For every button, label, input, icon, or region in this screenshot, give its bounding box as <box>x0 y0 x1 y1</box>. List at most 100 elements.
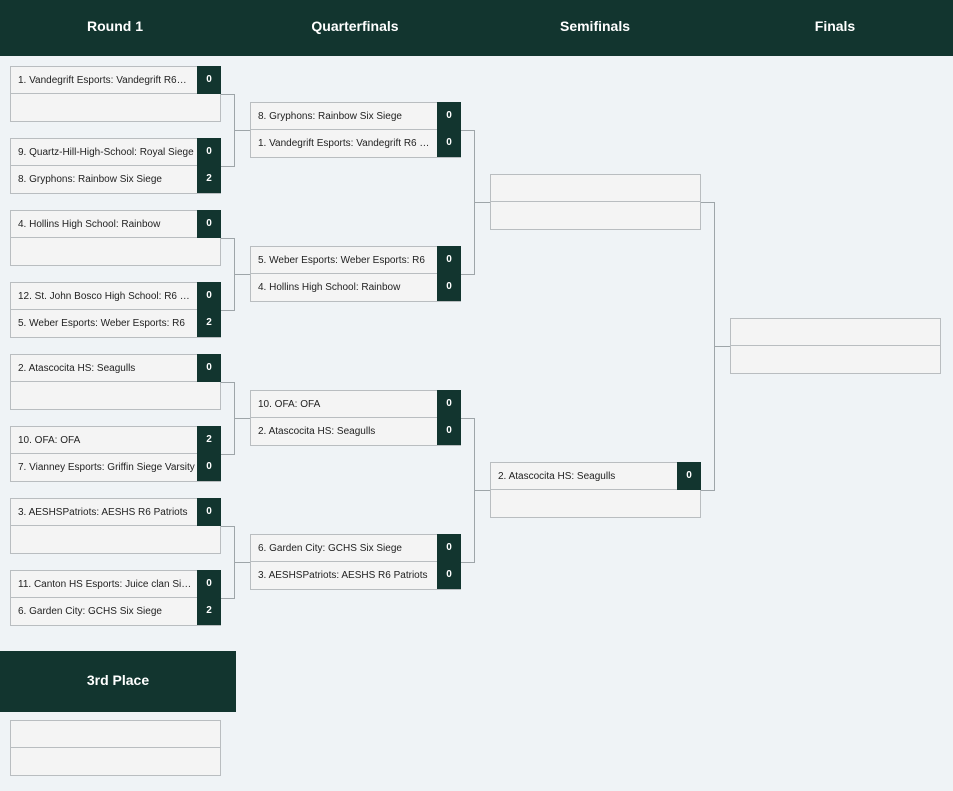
score-badge: 0 <box>437 534 461 562</box>
match-slot-top[interactable] <box>11 721 220 748</box>
score-badge: 0 <box>437 129 461 157</box>
score-badge: 0 <box>437 390 461 418</box>
match-slot-top[interactable] <box>731 319 940 346</box>
match-slot-bottom[interactable] <box>11 748 220 775</box>
match-third-place[interactable] <box>10 720 221 776</box>
team-name: 6. Garden City: GCHS Six Siege <box>258 543 402 554</box>
match-slot-bottom[interactable]: 5. Weber Esports: Weber Esports: R6 2 <box>11 309 221 337</box>
match-slot-top[interactable] <box>491 175 700 202</box>
connector-line <box>221 166 234 167</box>
match-slot-bottom[interactable]: 6. Garden City: GCHS Six Siege 2 <box>11 597 221 625</box>
team-name: 12. St. John Bosco High School: R6 Varsi… <box>18 291 194 302</box>
score-badge: 0 <box>437 561 461 589</box>
match-slot-bottom[interactable]: 1. Vandegrift Esports: Vandegrift R6 Var… <box>251 129 461 157</box>
round-title-semifinals: Semifinals <box>559 18 631 34</box>
score-badge: 2 <box>197 309 221 337</box>
connector-line <box>474 202 490 203</box>
connector-line <box>221 382 234 383</box>
match-qf-2[interactable]: 5. Weber Esports: Weber Esports: R6 0 4. … <box>250 246 461 302</box>
team-name: 2. Atascocita HS: Seagulls <box>258 426 376 437</box>
score-badge: 0 <box>437 102 461 130</box>
match-slot-top[interactable]: 1. Vandegrift Esports: Vandegrift R6 Var… <box>11 66 221 94</box>
score-badge: 0 <box>197 66 221 94</box>
team-name: 1. Vandegrift Esports: Vandegrift R6 Var… <box>18 75 188 86</box>
connector-line <box>714 346 730 347</box>
score-badge: 0 <box>197 210 221 238</box>
match-slot-bottom[interactable]: 7. Vianney Esports: Griffin Siege Varsit… <box>11 453 221 481</box>
connector-line <box>461 274 474 275</box>
team-name: 5. Weber Esports: Weber Esports: R6 <box>18 318 185 329</box>
team-name: 9. Quartz-Hill-High-School: Royal Siege <box>18 147 194 158</box>
connector-line <box>234 418 250 419</box>
match-r1-6[interactable]: 10. OFA: OFA 2 7. Vianney Esports: Griffi… <box>10 426 221 482</box>
team-name: 5. Weber Esports: Weber Esports: R6 <box>258 255 425 266</box>
team-name: 8. Gryphons: Rainbow Six Siege <box>258 111 402 122</box>
round-title-round1: Round 1 <box>87 18 143 34</box>
bracket-header <box>0 0 953 56</box>
third-place-header: 3rd Place <box>0 651 236 712</box>
connector-line <box>461 418 474 419</box>
match-slot-bottom[interactable] <box>11 94 220 121</box>
match-slot-top[interactable]: 5. Weber Esports: Weber Esports: R6 0 <box>251 246 461 274</box>
connector-line <box>234 130 250 131</box>
connector-line <box>221 454 234 455</box>
connector-line <box>221 238 234 239</box>
match-final[interactable] <box>730 318 941 374</box>
match-slot-bottom[interactable]: 2. Atascocita HS: Seagulls 0 <box>251 417 461 445</box>
match-qf-4[interactable]: 6. Garden City: GCHS Six Siege 0 3. AESHS… <box>250 534 461 590</box>
match-slot-bottom[interactable] <box>491 202 700 229</box>
score-badge: 2 <box>197 597 221 625</box>
score-badge: 2 <box>197 165 221 193</box>
team-name: 10. OFA: OFA <box>18 435 81 446</box>
match-r1-4[interactable]: 12. St. John Bosco High School: R6 Varsi… <box>10 282 221 338</box>
connector-line <box>221 310 234 311</box>
match-slot-bottom[interactable]: 8. Gryphons: Rainbow Six Siege 2 <box>11 165 221 193</box>
score-badge: 0 <box>437 417 461 445</box>
team-name: 11. Canton HS Esports: Juice clan Siege <box>18 579 195 590</box>
team-name: 8. Gryphons: Rainbow Six Siege <box>18 174 162 185</box>
round-title-quarterfinals: Quarterfinals <box>311 18 399 34</box>
team-name: 1. Vandegrift Esports: Vandegrift R6 Var… <box>258 138 434 149</box>
match-slot-top[interactable]: 6. Garden City: GCHS Six Siege 0 <box>251 534 461 562</box>
match-qf-1[interactable]: 8. Gryphons: Rainbow Six Siege 0 1. Vande… <box>250 102 461 158</box>
connector-line <box>221 526 234 527</box>
match-sf-1[interactable] <box>490 174 701 230</box>
team-name: 3. AESHSPatriots: AESHS R6 Patriots <box>18 507 188 518</box>
match-slot-bottom[interactable] <box>731 346 940 373</box>
team-name: 2. Atascocita HS: Seagulls <box>498 471 616 482</box>
match-slot-bottom[interactable] <box>11 382 220 409</box>
connector-line <box>474 490 490 491</box>
team-name: 2. Atascocita HS: Seagulls <box>18 363 136 374</box>
team-name: 4. Hollins High School: Rainbow <box>258 282 401 293</box>
score-badge: 0 <box>197 453 221 481</box>
match-r1-1[interactable]: 1. Vandegrift Esports: Vandegrift R6 Var… <box>10 66 221 122</box>
match-slot-top[interactable]: 8. Gryphons: Rainbow Six Siege 0 <box>251 102 461 130</box>
team-name: 6. Garden City: GCHS Six Siege <box>18 606 162 617</box>
score-badge: 2 <box>197 426 221 454</box>
score-badge: 0 <box>437 246 461 274</box>
connector-line <box>701 202 714 203</box>
match-slot-top[interactable]: 12. St. John Bosco High School: R6 Varsi… <box>11 282 221 310</box>
match-slot-bottom[interactable] <box>491 490 700 517</box>
score-badge: 0 <box>197 570 221 598</box>
match-slot-top[interactable]: 10. OFA: OFA 2 <box>11 426 221 454</box>
match-slot-bottom[interactable] <box>11 238 220 265</box>
match-slot-bottom[interactable] <box>11 526 220 553</box>
connector-line <box>221 598 234 599</box>
